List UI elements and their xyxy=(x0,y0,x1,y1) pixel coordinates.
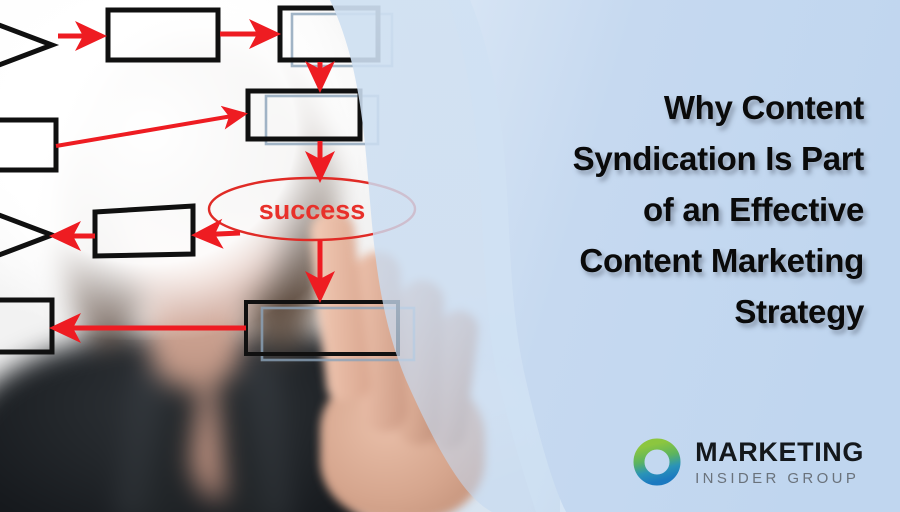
logo-wordmark: MARKETING INSIDER GROUP xyxy=(695,436,864,487)
brand-logo[interactable]: MARKETING INSIDER GROUP xyxy=(633,438,864,486)
page-title: Why Content Syndication Is Part of an Ef… xyxy=(434,82,865,337)
logo-secondary-text: INSIDER GROUP xyxy=(695,469,860,487)
ring-gradient-icon xyxy=(633,438,681,486)
logo-primary-text: MARKETING xyxy=(695,436,864,467)
headline-line-3: of an Effective xyxy=(642,191,864,228)
headline-line-1: Why Content xyxy=(663,89,864,126)
headline-line-5: Strategy xyxy=(734,293,864,330)
blue-panel-main xyxy=(470,0,900,512)
headline-line-2: Syndication Is Part xyxy=(572,140,865,177)
blue-panel-curve-highlight xyxy=(448,0,566,512)
headline-line-4: Content Marketing xyxy=(579,242,864,279)
